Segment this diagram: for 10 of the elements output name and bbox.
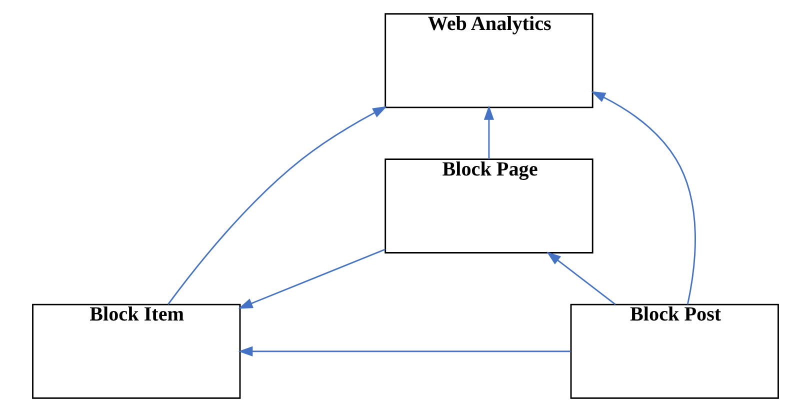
arrow	[168, 106, 388, 305]
node-box: Block Item	[32, 304, 241, 399]
arrow	[484, 105, 494, 160]
node-box: Block Post	[570, 304, 779, 399]
node-box: Web Analytics	[384, 13, 594, 108]
arrow	[238, 346, 571, 356]
node-box: Block Page	[384, 158, 594, 254]
arrow	[238, 248, 386, 309]
arrow	[591, 91, 696, 304]
arrow	[546, 252, 616, 306]
